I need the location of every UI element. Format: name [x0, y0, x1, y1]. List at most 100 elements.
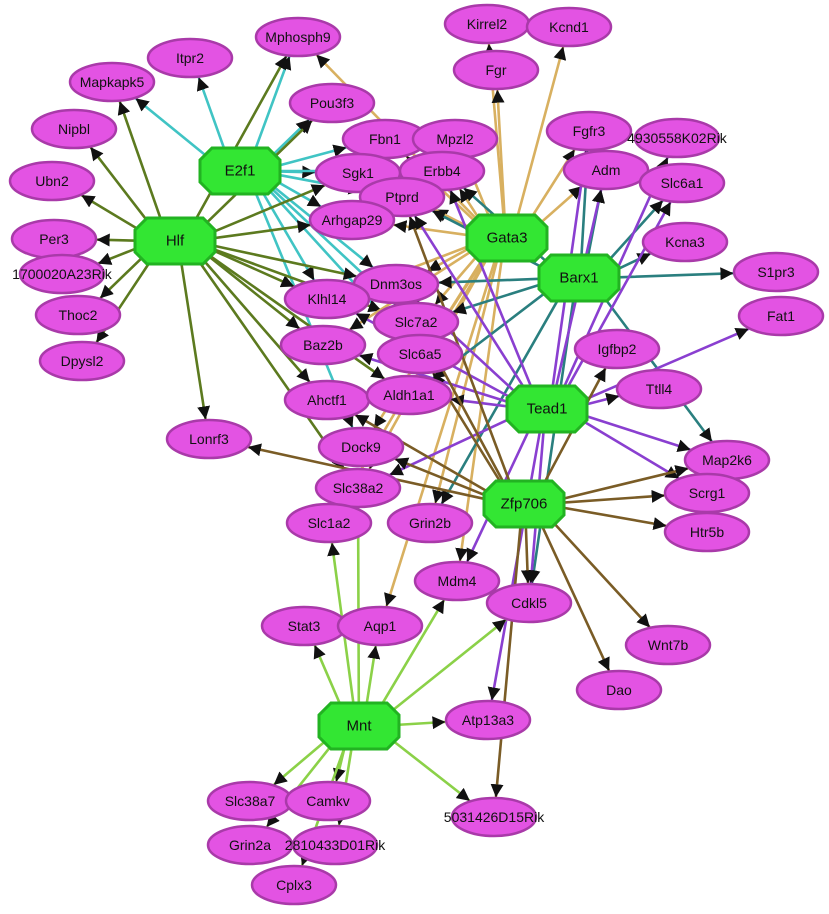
- gene-node-cdkl5[interactable]: Cdkl5: [485, 582, 573, 624]
- gene-node-1700020a23rik[interactable]: 1700020A23Rik: [12, 253, 113, 295]
- gene-node-nipbl[interactable]: Nipbl: [30, 108, 118, 150]
- tf-node-label: Hlf: [166, 233, 185, 250]
- gene-node-lonrf3[interactable]: Lonrf3: [165, 418, 253, 460]
- gene-node-label: 5031426D15Rik: [444, 809, 545, 825]
- gene-node-slc38a7[interactable]: Slc38a7: [206, 780, 294, 822]
- gene-node-camkv[interactable]: Camkv: [284, 780, 372, 822]
- tf-node-mnt[interactable]: Mnt: [317, 701, 401, 751]
- gene-node-igfbp2[interactable]: Igfbp2: [573, 328, 661, 370]
- gene-node-slc1a2[interactable]: Slc1a2: [285, 502, 373, 544]
- gene-node-pou3f3[interactable]: Pou3f3: [288, 82, 376, 124]
- edge-hlf-to-baz2b: [203, 251, 300, 330]
- edge-mnt-to-cdkl5: [386, 618, 507, 716]
- gene-node-per3[interactable]: Per3: [10, 218, 98, 260]
- gene-node-dock9[interactable]: Dock9: [317, 426, 405, 468]
- gene-node-ahctf1[interactable]: Ahctf1: [283, 379, 371, 421]
- gene-node-klhl14[interactable]: Klhl14: [283, 278, 371, 320]
- edge-gata3-to-slc7a2: [434, 250, 482, 305]
- gene-node-shape: [285, 502, 373, 544]
- gene-node-aldh1a1[interactable]: Aldh1a1: [365, 374, 453, 416]
- tf-node-barx1[interactable]: Barx1: [537, 253, 621, 303]
- gene-node-shape: [38, 340, 126, 382]
- gene-node-label: Dock9: [341, 439, 381, 455]
- gene-node-label: Pou3f3: [310, 95, 355, 111]
- gene-node-baz2b[interactable]: Baz2b: [279, 324, 367, 366]
- gene-node-ubn2[interactable]: Ubn2: [8, 160, 96, 202]
- gene-node-shape: [386, 502, 474, 544]
- gene-node-label: Ttll4: [646, 381, 673, 397]
- gene-node-grin2a[interactable]: Grin2a: [206, 824, 294, 866]
- gene-node-atp13a3[interactable]: Atp13a3: [444, 699, 532, 741]
- gene-node-2810433d01rik[interactable]: 2810433D01Rik: [285, 824, 386, 866]
- gene-node-label: Arhgap29: [322, 212, 383, 228]
- gene-node-label: Wnt7b: [648, 637, 689, 653]
- gene-node-shape: [165, 418, 253, 460]
- gene-node-mdm4[interactable]: Mdm4: [413, 560, 501, 602]
- gene-node-shape: [737, 295, 825, 337]
- gene-node-slc38a2[interactable]: Slc38a2: [314, 467, 402, 509]
- gene-node-label: Htr5b: [690, 524, 724, 540]
- tf-node-gata3[interactable]: Gata3: [465, 213, 549, 263]
- tf-node-zfp706[interactable]: Zfp706: [482, 479, 566, 529]
- gene-node-cplx3[interactable]: Cplx3: [250, 864, 338, 906]
- gene-node-mphosph9[interactable]: Mphosph9: [254, 16, 342, 58]
- gene-node-4930558k02rik[interactable]: 4930558K02Rik: [627, 117, 728, 159]
- gene-node-aqp1[interactable]: Aqp1: [336, 605, 424, 647]
- gene-node-label: Adm: [592, 162, 621, 178]
- gene-node-label: Kirrel2: [467, 16, 508, 32]
- tf-node-e2f1[interactable]: E2f1: [198, 146, 282, 196]
- gene-node-label: 1700020A23Rik: [12, 266, 113, 282]
- gene-node-mapkapk5[interactable]: Mapkapk5: [68, 61, 156, 103]
- gene-node-ttll4[interactable]: Ttll4: [615, 368, 703, 410]
- gene-node-label: Ptprd: [385, 189, 418, 205]
- gene-node-wnt7b[interactable]: Wnt7b: [624, 624, 712, 666]
- gene-node-dao[interactable]: Dao: [575, 669, 663, 711]
- gene-node-fgfr3[interactable]: Fgfr3: [545, 110, 633, 152]
- gene-node-dpysl2[interactable]: Dpysl2: [38, 340, 126, 382]
- gene-node-label: Grin2b: [409, 515, 451, 531]
- gene-node-slc6a5[interactable]: Slc6a5: [376, 333, 464, 375]
- gene-node-label: Aldh1a1: [383, 387, 435, 403]
- gene-node-kcnd1[interactable]: Kcnd1: [525, 6, 613, 48]
- gene-node-5031426d15rik[interactable]: 5031426D15Rik: [444, 796, 545, 838]
- gene-node-s1pr3[interactable]: S1pr3: [732, 251, 820, 293]
- gene-node-dnm3os[interactable]: Dnm3os: [352, 263, 440, 305]
- gene-node-label: Mdm4: [438, 573, 477, 589]
- gene-node-grin2b[interactable]: Grin2b: [386, 502, 474, 544]
- gene-node-mpzl2[interactable]: Mpzl2: [411, 118, 499, 160]
- edge-hlf-to-slc38a2: [195, 256, 345, 470]
- edge-mnt-to-slc38a7: [273, 736, 331, 786]
- gene-node-fat1[interactable]: Fat1: [737, 295, 825, 337]
- gene-node-kirrel2[interactable]: Kirrel2: [443, 3, 531, 45]
- gene-node-kcna3[interactable]: Kcna3: [641, 221, 729, 263]
- gene-node-label: Slc6a5: [399, 346, 442, 362]
- gene-node-itpr2[interactable]: Itpr2: [146, 37, 234, 79]
- gene-node-slc7a2[interactable]: Slc7a2: [372, 301, 460, 343]
- edge-hlf-to-klhl14: [207, 247, 295, 288]
- gene-node-fgr[interactable]: Fgr: [452, 49, 540, 91]
- edge-tead1-to-scrg1: [577, 417, 680, 480]
- edge-mnt-to-stat3: [313, 644, 344, 710]
- tf-node-hlf[interactable]: Hlf: [133, 216, 217, 266]
- edge-gata3-to-adm: [535, 185, 583, 228]
- gene-node-shape: [8, 160, 96, 202]
- gene-node-thoc2[interactable]: Thoc2: [34, 294, 122, 336]
- gene-node-shape: [663, 511, 751, 553]
- edge-hlf-to-per3: [96, 233, 141, 247]
- gene-node-slc6a1[interactable]: Slc6a1: [638, 162, 726, 204]
- gene-node-htr5b[interactable]: Htr5b: [663, 511, 751, 553]
- tf-node-tead1[interactable]: Tead1: [505, 384, 589, 434]
- gene-node-shape: [633, 117, 721, 159]
- gene-node-adm[interactable]: Adm: [562, 149, 650, 191]
- edge-e2f1-to-mapkapk5: [135, 97, 212, 161]
- edge-gata3-to-kcnd1: [515, 46, 567, 220]
- gene-node-label: Kcna3: [665, 234, 705, 250]
- edge-tead1-to-erbb4: [449, 190, 534, 392]
- edge-hlf-to-dnm3os: [209, 243, 357, 281]
- gene-node-scrg1[interactable]: Scrg1: [663, 472, 751, 514]
- gene-node-label: Slc7a2: [395, 314, 438, 330]
- gene-node-stat3[interactable]: Stat3: [260, 605, 348, 647]
- gene-node-arhgap29[interactable]: Arhgap29: [308, 199, 396, 241]
- gene-node-label: Grin2a: [229, 837, 271, 853]
- gene-node-label: Ahctf1: [307, 392, 347, 408]
